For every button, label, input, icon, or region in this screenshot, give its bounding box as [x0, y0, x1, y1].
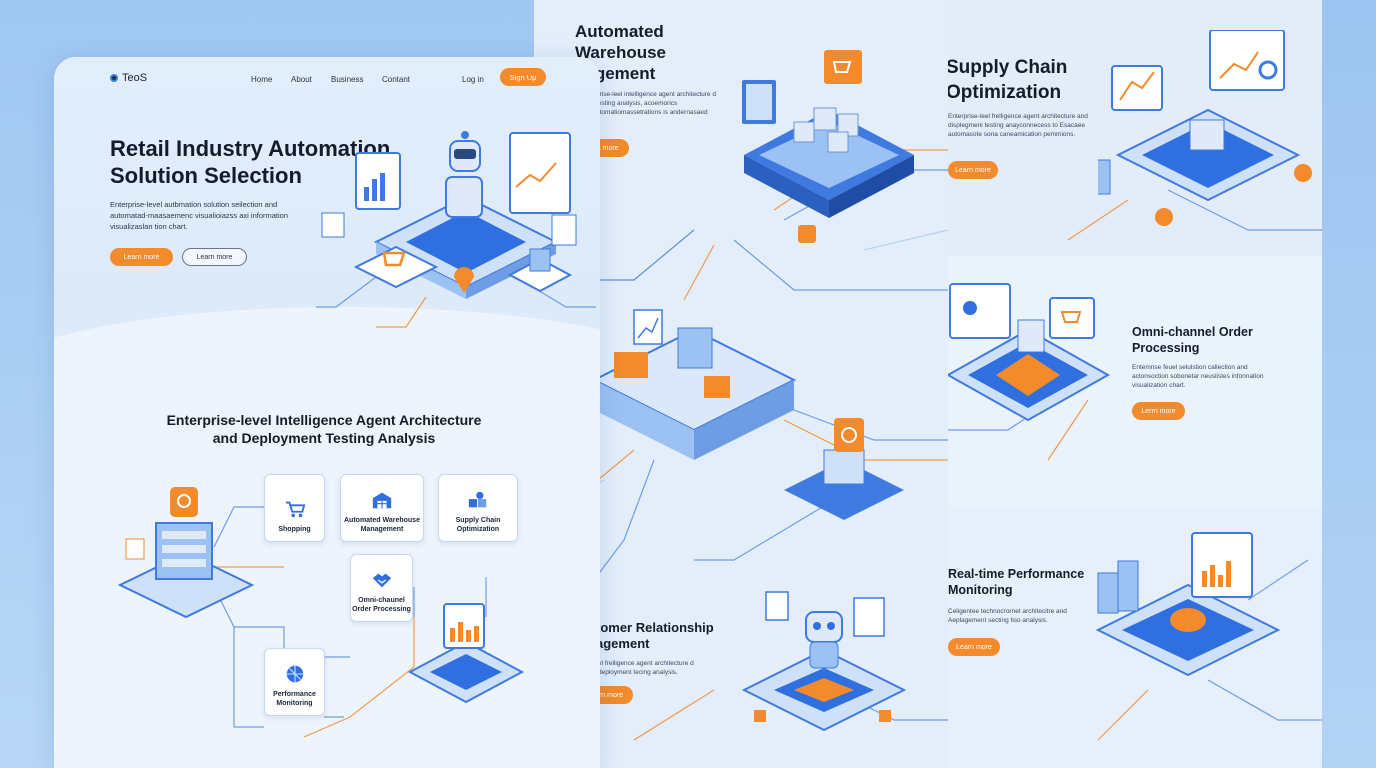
cart-icon — [285, 501, 305, 518]
logo[interactable]: TeoS — [110, 72, 147, 84]
top-nav: TeoS Home About Business Contant Log in … — [110, 68, 550, 90]
card-automated-warehouse[interactable]: Automated Warehouse Management — [340, 474, 424, 542]
diagram-connectors — [204, 506, 487, 738]
card-label: Supply Chain Optimization — [455, 517, 501, 533]
panel-middle: Automated Warehouse nagement erise-leel … — [534, 0, 948, 768]
omni-channel-illustration — [948, 283, 1111, 422]
circuit-lines-middle — [534, 149, 948, 741]
login-link[interactable]: Log in — [462, 75, 484, 84]
omni-channel-description: Entemrise feuel selulstion callection an… — [1132, 364, 1264, 389]
handshake-icon — [372, 573, 391, 588]
performance-title: Real-time Performance Monitoring — [948, 567, 1085, 597]
background-far-right — [1322, 0, 1376, 768]
nav-home[interactable]: Home — [251, 75, 273, 84]
omni-learn-more-button[interactable]: Lerrn more — [1132, 402, 1185, 420]
performance-learn-more-button[interactable]: Learn more — [948, 638, 1000, 656]
network-illustration — [594, 309, 904, 520]
supply-chain-description: Enterprise-leel frelligence agent archit… — [948, 113, 1088, 138]
omni-channel-title: Omni-channel Order Processing — [1132, 325, 1253, 355]
performance-illustration — [1095, 532, 1281, 677]
globe-icon — [286, 665, 303, 683]
card-supply-chain[interactable]: Supply Chain Optimization — [438, 474, 518, 542]
card-label: Performance Monitoring — [273, 691, 316, 707]
nav-about[interactable]: About — [291, 75, 312, 84]
card-label: Omni-chaunel Order Processing — [352, 597, 411, 613]
warehouse-illustration — [742, 50, 914, 243]
architecture-section-title: Enterprise-level Intelligence Agent Arch… — [166, 412, 482, 446]
logo-text: TeoS — [122, 72, 148, 84]
logo-icon — [110, 74, 118, 82]
warehouse-icon — [372, 492, 392, 509]
nav-business[interactable]: Business — [331, 75, 364, 84]
crm-title: tomer Relationship agement — [596, 620, 714, 651]
crm-description: el frelligence agent architecture d depl… — [598, 660, 694, 676]
hero-title: Retail Industry Automation Solution Sele… — [110, 136, 391, 188]
performance-description: Celigentee technocrornet architecitre an… — [948, 608, 1067, 624]
hero-learn-more-outline-button[interactable]: Learn more — [182, 248, 247, 266]
supply-learn-more-button[interactable]: Learn more — [948, 161, 998, 179]
card-label: Automated Warehouse Management — [344, 517, 420, 533]
hero-curve — [54, 307, 600, 447]
supply-chain-illustration — [1098, 30, 1312, 226]
card-performance[interactable]: Performance Monitoring — [264, 648, 325, 716]
crm-learn-more-button[interactable]: rn more — [589, 686, 633, 704]
monitor-server-illustration — [407, 603, 525, 704]
signup-button[interactable]: Sign Up — [500, 68, 546, 86]
cubes-icon — [468, 491, 487, 508]
hero-robot-illustration — [316, 131, 596, 328]
hero-subtitle: Enterprise-level autbmation solution sei… — [110, 200, 289, 231]
hero-learn-more-button[interactable]: Learn more — [110, 248, 173, 266]
card-label: Shopping — [278, 526, 311, 533]
server-illustration — [117, 487, 255, 619]
main-page: TeoS Home About Business Contant Log in … — [54, 57, 600, 768]
supply-chain-title: Supply Chain Optimization — [948, 57, 1068, 103]
card-omni-channel[interactable]: Omni-chaunel Order Processing — [350, 554, 413, 622]
nav-contact[interactable]: Contant — [382, 75, 411, 84]
crm-robot-illustration — [741, 591, 907, 732]
card-shopping[interactable]: Shopping — [264, 474, 325, 542]
panel-right: Supply Chain Optimization Enterprise-lee… — [948, 0, 1322, 768]
warehouse-description: erise-leel intelligence agent architectu… — [596, 91, 716, 116]
